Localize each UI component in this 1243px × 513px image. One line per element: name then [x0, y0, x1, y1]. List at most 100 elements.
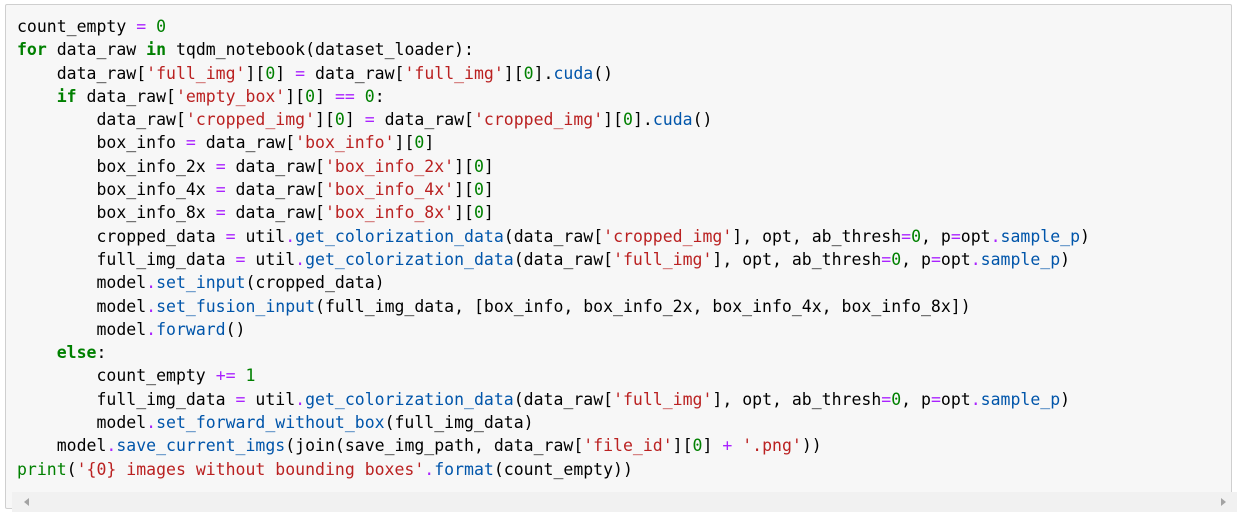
code-token-string: 'cropped_img' [185, 110, 316, 130]
code-token-op: . [424, 459, 435, 479]
code-token-plain: (data_raw[ [503, 226, 604, 246]
code-token-op: . [295, 389, 306, 409]
code-token-string: 'full_img' [613, 389, 713, 409]
code-token-plain: tqdm_notebook(dataset_loader): [166, 40, 474, 60]
code-token-plain [17, 87, 57, 106]
code-token-number: 0 [523, 63, 534, 83]
code-line: full_img_data = util.get_colorization_da… [17, 388, 1090, 411]
code-token-plain: ] [483, 156, 494, 176]
code-token-op: = [215, 180, 226, 200]
code-token-keyword: else [56, 343, 97, 363]
code-token-plain: model [17, 319, 147, 339]
code-line: if data_raw['empty_box'][0] == 0: [17, 85, 1090, 108]
code-token-op: = [295, 63, 306, 83]
code-token-plain: data_raw[ [225, 156, 325, 176]
code-line: model.forward() [17, 318, 1090, 341]
code-token-op: = [881, 249, 892, 269]
code-token-op: = [185, 133, 196, 153]
code-token-plain: , p [921, 226, 951, 246]
code-token-plain: (full_img_data) [384, 413, 534, 433]
code-line: box_info_2x = data_raw['box_info_2x'][0] [17, 155, 1090, 178]
code-line: box_info_8x = data_raw['box_info_8x'][0] [17, 201, 1090, 224]
code-token-string: 'box_info_4x' [324, 180, 455, 200]
code-line: for data_raw in tqdm_notebook(dataset_lo… [17, 38, 1090, 61]
code-token-plain: () [225, 319, 246, 339]
code-token-plain: : [96, 343, 107, 363]
code-token-plain: data_raw[ [374, 110, 474, 130]
code-token-number: 0 [623, 110, 633, 130]
code-line: model.set_input(cropped_data) [17, 271, 1090, 294]
code-token-plain: data_raw[ [17, 110, 186, 130]
code-token-number: 0 [334, 110, 345, 130]
code-token-plain: (data_raw[ [513, 389, 614, 409]
code-token-op: = [136, 17, 147, 36]
code-token-plain: ] [315, 86, 335, 106]
code-token-plain: ][ [315, 110, 335, 130]
code-token-plain: model [17, 413, 147, 433]
code-token-plain: ] [344, 110, 365, 130]
code-token-plain: ] [275, 63, 296, 83]
code-line: model.set_forward_without_box(full_img_d… [17, 411, 1090, 434]
code-token-attr: cuda [553, 63, 594, 83]
code-token-attr: forward [156, 319, 226, 339]
code-token-number: 0 [891, 249, 902, 269]
code-token-op: = [950, 226, 961, 246]
code-token-string: 'cropped_img' [474, 110, 604, 130]
code-token-number: 0 [156, 17, 167, 36]
code-token-op: = [930, 249, 941, 269]
code-token-keyword: if [56, 86, 77, 106]
code-token-plain: box_info_2x [17, 156, 216, 176]
code-token-plain: () [692, 110, 713, 130]
code-token-plain: ][ [503, 63, 524, 83]
code-token-attr: cuda [652, 110, 693, 130]
code-token-plain: data_raw[ [225, 203, 325, 223]
code-token-plain: model [17, 436, 107, 456]
code-token-plain: model [17, 296, 147, 316]
code-token-plain: ] [702, 436, 723, 456]
code-token-plain [236, 366, 246, 385]
code-token-op: + [722, 436, 733, 456]
code-token-number: 0 [891, 389, 902, 409]
code-token-op: = [364, 110, 375, 130]
code-token-op: . [970, 249, 981, 269]
code-token-plain: ][ [454, 180, 474, 200]
code-token-plain: data_raw[ [76, 86, 176, 106]
code-token-attr: get_colorization_data [295, 226, 504, 246]
code-token-op: . [146, 413, 157, 433]
code-token-attr: format [434, 459, 494, 479]
code-token-plain: ], opt, ab_thresh [712, 249, 882, 269]
code-token-plain: box_info_8x [17, 203, 216, 223]
code-token-op: . [295, 249, 306, 269]
code-token-string: 'box_info_8x' [324, 203, 455, 223]
code-token-string: 'full_img' [146, 63, 246, 83]
code-token-op: . [146, 319, 157, 339]
scroll-left-button[interactable] [20, 496, 32, 508]
code-token-attr: set_fusion_input [156, 296, 316, 316]
code-token-op: = [901, 226, 912, 246]
scroll-right-button[interactable] [1217, 496, 1229, 508]
code-token-keyword: for [17, 40, 47, 60]
code-token-attr: set_input [156, 273, 246, 293]
code-token-plain: data_raw[ [195, 133, 296, 153]
code-token-number: 0 [364, 86, 375, 106]
code-token-plain: ][ [454, 203, 474, 223]
code-line: model.save_current_imgs(join(save_img_pa… [17, 434, 1090, 457]
code-token-plain: count_empty [17, 366, 216, 386]
code-token-attr: save_current_imgs [116, 436, 286, 456]
code-token-plain: opt [960, 226, 991, 246]
code-token-plain: ) [1060, 249, 1071, 269]
code-line: full_img_data = util.get_colorization_da… [17, 248, 1090, 271]
code-token-plain: ][ [394, 133, 415, 153]
code-line: box_info_4x = data_raw['box_info_4x'][0] [17, 178, 1090, 201]
horizontal-scrollbar[interactable] [12, 492, 1237, 512]
code-token-plain: ( [66, 459, 77, 479]
code-line: cropped_data = util.get_colorization_dat… [17, 225, 1090, 248]
code-token-string: '.png' [742, 436, 802, 456]
code-token-number: 0 [305, 86, 316, 106]
code-token-attr: get_colorization_data [305, 389, 514, 409]
code-token-string: 'cropped_img' [603, 226, 733, 246]
code-token-plain: data_raw[ [305, 63, 405, 83]
code-token-op: . [146, 296, 157, 316]
